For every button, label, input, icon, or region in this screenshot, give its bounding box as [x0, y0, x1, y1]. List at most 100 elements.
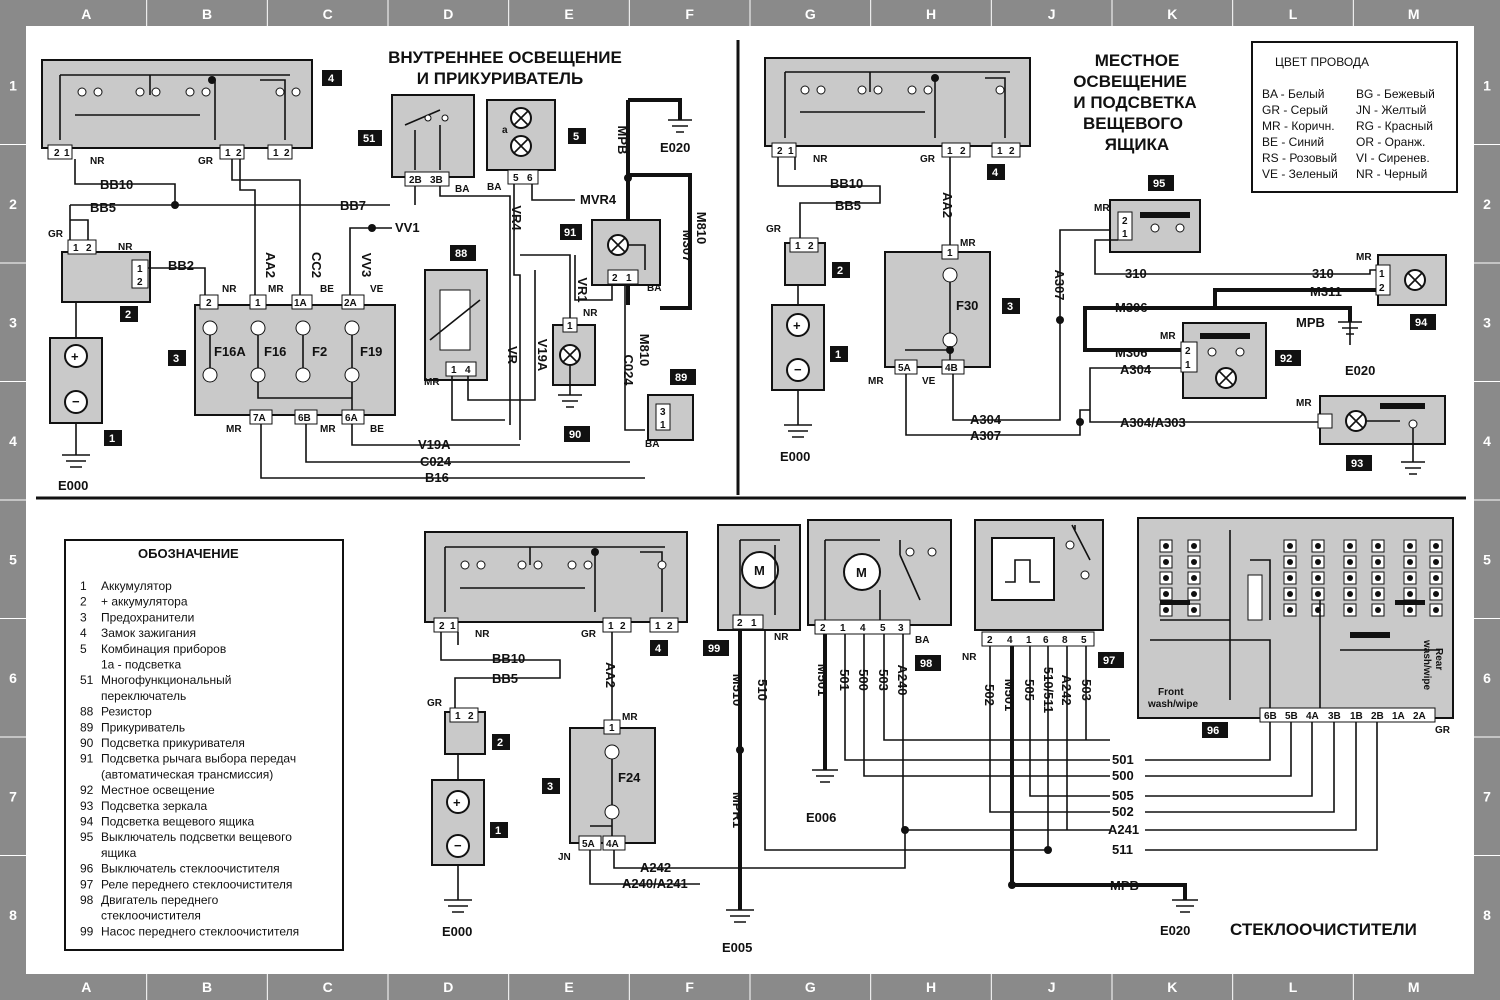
tag-51: 51 — [363, 133, 375, 145]
switch-contact-dot — [1163, 559, 1169, 565]
row-label-left: 4 — [9, 433, 17, 449]
wire-color-right: VI - Сиренев. — [1356, 151, 1430, 165]
c5-pin5: 5 — [513, 173, 519, 184]
wire-a307-a: A307 — [970, 428, 1001, 443]
wire-bb2: BB2 — [168, 258, 194, 273]
switch-contact-dot — [1407, 543, 1413, 549]
legend-text: Комбинация приборов — [101, 642, 226, 656]
c92-mr: MR — [1160, 331, 1176, 342]
c88-pin4: 4 — [465, 365, 471, 376]
ground-e020-b: E020 — [1345, 363, 1375, 378]
tag-2-b: 2 — [837, 265, 843, 277]
switch-contact-dot — [1163, 543, 1169, 549]
wire-511: 511 — [1112, 842, 1133, 857]
wire-bb5-c: BB5 — [492, 671, 518, 686]
legend-number: 89 — [80, 720, 94, 734]
row-label-right: 2 — [1483, 196, 1491, 212]
switch-contact-dot — [1287, 591, 1293, 597]
f-be2: BE — [370, 424, 384, 435]
wire-cc2: CC2 — [309, 252, 324, 278]
wire-a241: A241 — [1108, 822, 1139, 837]
wire-m810-a: M810 — [694, 212, 709, 245]
switch-contact-dot — [1191, 591, 1197, 597]
wire-500-b: 500 — [1112, 768, 1134, 783]
c4-pin1: 1 — [64, 148, 70, 159]
c90-pin1: 1 — [567, 321, 573, 332]
tag-3-c: 3 — [547, 781, 553, 793]
resistor-88: 1 4 MR 88 — [424, 245, 488, 388]
legend-number: 90 — [80, 736, 94, 750]
legend-text: Подсветка рычага выбора передач — [101, 752, 296, 766]
tag-5: 5 — [573, 131, 579, 143]
wire-m501-b: M501 — [1002, 679, 1017, 712]
switch-contact-dot — [1315, 559, 1321, 565]
ground-e000-a: E000 — [58, 478, 88, 493]
switch-contact-dot — [1287, 543, 1293, 549]
switch-contact-dot — [1407, 575, 1413, 581]
legend-text: Насос переднего стеклоочистителя — [101, 924, 299, 938]
c4c-nr: NR — [475, 629, 490, 640]
legend-text: Подсветка зеркала — [101, 799, 207, 813]
battery-plus-2-b: 1 2 GR 2 — [766, 224, 850, 286]
col-label-bottom: F — [685, 979, 694, 995]
f-be: BE — [320, 284, 334, 295]
wire-color-right: BG - Бежевый — [1356, 87, 1435, 101]
col-label-bottom: B — [202, 979, 212, 995]
c91-ba: BA — [647, 283, 661, 294]
col-label-bottom: J — [1048, 979, 1056, 995]
wire-vr1: VR1 — [575, 277, 590, 302]
sw96-front: Front — [1158, 687, 1184, 698]
ignition-switch-4-c: 2 1 NR GR 1 2 1 2 4 — [424, 531, 688, 656]
tag-98: 98 — [920, 658, 932, 670]
ground-e006: E006 — [806, 810, 836, 825]
f30-pin4b: 4B — [945, 363, 958, 374]
svg-text:+: + — [453, 795, 461, 810]
wire-color-right: JN - Желтый — [1356, 103, 1426, 117]
legend-number: 51 — [80, 673, 94, 687]
wire-510: 510 — [755, 679, 770, 701]
wire-505-b: 505 — [1112, 788, 1134, 803]
c98-pin1: 1 — [840, 623, 846, 634]
f30-pin1: 1 — [947, 248, 953, 259]
wire-m307: M307 — [680, 230, 695, 263]
row-label-left: 5 — [9, 551, 17, 567]
c92-pin2: 2 — [1185, 346, 1191, 357]
f-pin1: 1 — [255, 298, 261, 309]
c4c-pin2: 2 — [439, 621, 445, 632]
c94-pin2: 2 — [1379, 283, 1385, 294]
f30-mr2: MR — [868, 376, 884, 387]
legend-number: 5 — [80, 642, 87, 656]
c93-mr: MR — [1296, 398, 1312, 409]
c4c-pin1c: 1 — [655, 621, 661, 632]
wire-c024-b: C024 — [621, 354, 636, 386]
c4-nr: NR — [90, 156, 105, 167]
c4b-pin2: 2 — [777, 146, 783, 157]
c5-ba: BA — [487, 182, 501, 193]
c94-pin1: 1 — [1379, 269, 1385, 280]
legend-text: Реле переднего стеклоочистителя — [101, 877, 292, 891]
switch-rheostat — [1247, 574, 1263, 621]
c98-pin4: 4 — [860, 623, 866, 634]
switch-bar — [1160, 600, 1190, 605]
switch-contact-dot — [1375, 575, 1381, 581]
row-label-right: 3 — [1483, 314, 1491, 330]
switch-bar — [1395, 600, 1425, 605]
c95-pin1: 1 — [1122, 229, 1128, 240]
col-label-bottom: K — [1167, 979, 1177, 995]
switch-links — [1150, 530, 1440, 708]
c4c-pin1: 1 — [450, 621, 456, 632]
f-mr2: MR — [226, 424, 242, 435]
switch-contact-dot — [1407, 591, 1413, 597]
tag-1-c: 1 — [495, 825, 501, 837]
wire-a304-a: A304 — [970, 412, 1002, 427]
wire-vv1: VV1 — [395, 220, 420, 235]
c4-pin1b: 1 — [225, 148, 231, 159]
f30-mr: MR — [960, 238, 976, 249]
c95-pin2: 2 — [1122, 216, 1128, 227]
c4-pin2c: 2 — [284, 148, 290, 159]
switch-contact-dot — [1407, 559, 1413, 565]
wire-mpr1: MPR1 — [730, 792, 745, 828]
pump-m: M — [754, 563, 765, 578]
switch-contact-dot — [1375, 543, 1381, 549]
title-local-l5: ЯЩИКА — [1105, 135, 1169, 154]
